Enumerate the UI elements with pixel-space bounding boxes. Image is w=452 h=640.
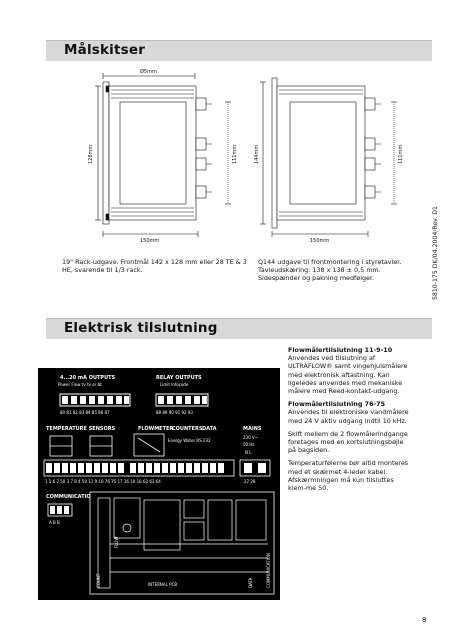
section-header-dimensions: Målskitser [46,40,432,61]
analog-terminals: 80 81 82 83 84 85 86 87 [60,410,110,415]
section-title-dimensions: Målskitser [64,42,146,58]
flow-76-body: Anvendes til elektroniske vandmålere med… [288,408,409,425]
document-code: 5810-175 DK/04.2004/Rev. D1 [432,206,439,300]
right-column-text: Flowmålertilslutning 11-9-10 Anvendes ve… [288,346,413,497]
dim-depth-2: 150mm [310,238,329,243]
comm-abb-label: A B B [49,520,60,525]
mains-frequency: 50 Hz [243,442,254,447]
energy-water-label: Energy Water RS 232 [168,438,211,443]
dim-width-top: Ø5mm [140,68,157,75]
temp-sensors-label: TEMPERATURE SENSORS [46,426,116,432]
section-header-electrical: Elektrisk tilslutning [46,318,432,339]
flow-label: FLOW [114,536,119,548]
dim-depth-1: 150mm [140,238,159,243]
dim-front-height: 144mm [254,145,260,164]
bottom-terminals: 1 5 6 2 50 3 7 8 4 50 11 9 10 76 75 17 1… [45,479,161,484]
mains-nl: N L [245,450,252,455]
wiring-diagram-svg: 4...20 mA OUTPUTS Power Flow tv tv or Δt… [41,371,277,597]
relay-outputs-title: RELAY OUTPUTS [156,375,202,381]
communication-label: COMMUNICATION [46,494,95,500]
q144-version-drawing [260,77,397,237]
communication-side-label: COMMUNICATION [266,553,271,588]
count-label: COUNT [96,573,101,588]
counters-label: COUNTERS [172,426,203,432]
flow-11-body: Anvendes ved tilslutning af ULTRAFLOW® s… [288,354,408,396]
temp-body: Temperaturfølerne bør altid monteres med… [288,459,409,493]
caption-q144: Q144 udgave til frontmontering i styreta… [258,258,402,283]
mains-label: MAINS [243,426,262,432]
analog-outputs-sub: Power Flow tv tv or Δt [58,382,102,387]
internal-pcb-label: INTERNAL PCB [148,582,177,587]
data-label: DATA [202,426,217,432]
shift-body: Skift mellem de 2 flowmålerindgange fore… [288,429,408,455]
flow-11-title: Flowmålertilslutning 11-9-10 [288,346,393,354]
wiring-diagram: 4...20 mA OUTPUTS Power Flow tv tv or Δt… [38,368,280,600]
rack-version-drawing [95,73,231,237]
mains-voltage: 230 V~ [243,435,258,440]
dim-right-height-1: 111mm [232,145,238,164]
section-title-electrical: Elektrisk tilslutning [64,320,218,336]
page-number: 8 [422,616,427,624]
caption-rack: 19" Rack-udgave. Frontmål 142 x 128 mm e… [62,258,247,275]
analog-outputs-title: 4...20 mA OUTPUTS [60,375,116,381]
relay-terminals: 88 89 90 91 92 93 [156,410,193,415]
dim-right-height-2: 111mm [398,145,404,164]
data-side-label: DATA [248,577,253,588]
flowmeter-label: FLOWMETER [138,426,173,432]
mains-terminals: 27 28 [244,479,256,484]
flow-76-title: Flowmålertilslutning 76-75 [288,400,386,409]
dim-left-height: 128mm [88,145,94,164]
relay-outputs-sub: Limit Infocode [160,382,189,387]
dimension-drawing: Ø5mm 128mm 111mm 150mm 144mm 111mm 150mm [88,68,404,243]
